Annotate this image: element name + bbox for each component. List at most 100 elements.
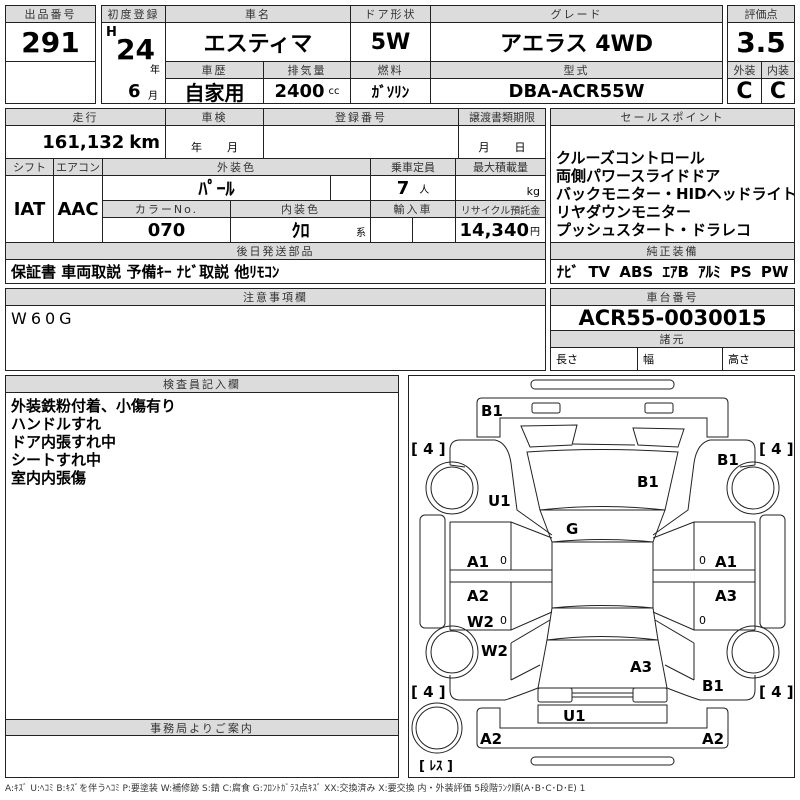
tire-tread-rl: [ 4 ] bbox=[411, 683, 446, 701]
recycle-unit: 円 bbox=[530, 226, 540, 238]
spec-length: 長さ bbox=[550, 347, 638, 371]
chassis-number: ACR55-0030015 bbox=[550, 305, 795, 331]
spec-width: 幅 bbox=[637, 347, 723, 371]
year-unit: 年 bbox=[150, 65, 160, 76]
car-name: エスティマ bbox=[165, 22, 351, 62]
fuel-label: 燃料 bbox=[350, 61, 431, 79]
sales-points-label: セールスポイント bbox=[550, 108, 795, 126]
chassis-label: 車台番号 bbox=[550, 288, 795, 306]
mileage-value: 161,132 bbox=[42, 131, 125, 153]
mark-zero: 0 bbox=[699, 614, 706, 627]
equipment: ﾅﾋﾞ TV ABS ｴｱB ｱﾙﾐ PS PW bbox=[550, 259, 795, 284]
tire-fr-inner bbox=[731, 466, 775, 510]
damage-diagram-box bbox=[408, 375, 795, 778]
mark-zero: 0 bbox=[500, 614, 507, 627]
headlight-right bbox=[644, 402, 674, 414]
ac-label: エアコン bbox=[53, 158, 103, 176]
capacity-value: 7 bbox=[396, 177, 410, 199]
model-label: 型式 bbox=[430, 61, 723, 79]
front-bar bbox=[530, 379, 675, 390]
mark-trunk: U1 bbox=[563, 707, 586, 725]
later-parts: 保証書 車両取説 予備ｷｰ ﾅﾋﾞ取説 他ﾘﾓｺﾝ bbox=[5, 259, 546, 284]
ext-color: ﾊﾟｰﾙ bbox=[102, 175, 331, 201]
taillight-left bbox=[537, 687, 573, 703]
interior-label: 内装 bbox=[761, 61, 795, 79]
rear-bumper bbox=[476, 707, 729, 749]
score-label: 評価点 bbox=[727, 5, 795, 23]
reg-no-label: 登録番号 bbox=[263, 108, 459, 126]
exterior-grade: C bbox=[727, 78, 762, 104]
capacity-unit: 人 bbox=[419, 184, 430, 196]
sales-point: バックモニター・HIDヘッドライト bbox=[556, 185, 795, 203]
inspector-notes: 外装鉄粉付着、小傷有り ハンドルすれ ドア内張すれ中 シートすれ中 室内内張傷 bbox=[5, 392, 399, 720]
tire-fr bbox=[726, 461, 780, 515]
specs-label: 諸元 bbox=[550, 330, 795, 348]
displacement-unit: cc bbox=[328, 85, 340, 97]
trunk bbox=[537, 704, 668, 724]
inspector-note: ハンドルすれ bbox=[11, 415, 102, 433]
door-type: 5W bbox=[350, 22, 431, 62]
ext-color-blank bbox=[330, 175, 371, 201]
capacity-label: 乗車定員 bbox=[370, 158, 456, 176]
hood bbox=[526, 449, 679, 511]
rear-bar bbox=[530, 756, 675, 766]
reg-month: 6 bbox=[128, 81, 141, 102]
recycle-value: 14,340 bbox=[459, 219, 529, 241]
sales-point: プッシュスタート・ドラレコ bbox=[556, 221, 752, 239]
inspector-note: ドア内張すれ中 bbox=[11, 433, 117, 451]
door-label: ドア形状 bbox=[350, 5, 431, 23]
tire-rl bbox=[425, 625, 479, 679]
left-front-fender bbox=[449, 439, 553, 536]
interior-grade: C bbox=[761, 78, 795, 104]
inspection-date: 年月 bbox=[165, 125, 264, 159]
first-reg-cell: H 24 年 6 月 bbox=[101, 22, 166, 104]
mileage-unit: km bbox=[129, 131, 160, 153]
spec-height: 高さ bbox=[722, 347, 795, 371]
legend: A:ｷｽﾞ U:ﾍｺﾐ B:ｷｽﾞを伴うﾍｺﾐ P:要塗装 W:補修跡 S:錆 … bbox=[5, 784, 586, 794]
inspection-label: 車検 bbox=[165, 108, 264, 126]
tire-tread-fr: [ 4 ] bbox=[759, 440, 794, 458]
model-code: DBA-ACR55W bbox=[430, 78, 723, 104]
sales-point: リヤダウンモニター bbox=[556, 203, 692, 221]
front-bumper bbox=[476, 397, 729, 438]
tire-rr-inner bbox=[731, 630, 775, 674]
mark-zero: 0 bbox=[500, 554, 507, 567]
sales-point: クルーズコントロール bbox=[556, 149, 705, 167]
office-notes bbox=[5, 735, 399, 778]
shift: IAT bbox=[5, 175, 54, 243]
score: 3.5 bbox=[727, 22, 795, 62]
car-damage-diagram: B1 B1 B1 U1 G A1 A1 A2 A3 W2 W2 A3 B1 U1… bbox=[411, 379, 794, 774]
right-side-skirt bbox=[759, 514, 786, 629]
lot-label: 出品番号 bbox=[5, 5, 96, 23]
import-cell-2 bbox=[412, 217, 456, 243]
transfer-date: 月日 bbox=[458, 125, 546, 159]
int-color-unit: 系 bbox=[356, 228, 366, 239]
shift-label: シフト bbox=[5, 158, 54, 176]
inspector-note: 室内内張傷 bbox=[11, 469, 87, 487]
tire-tread-rr: [ 4 ] bbox=[759, 683, 794, 701]
color-no: 070 bbox=[102, 217, 231, 243]
tire-tread-fl: [ 4 ] bbox=[411, 440, 446, 458]
mileage-label: 走行 bbox=[5, 108, 166, 126]
history-label: 車歴 bbox=[165, 61, 264, 79]
lot-number: 291 bbox=[5, 22, 96, 62]
taillight-right bbox=[632, 687, 668, 703]
tire-rr bbox=[726, 625, 780, 679]
int-color-label: 内装色 bbox=[230, 200, 371, 218]
tire-fl bbox=[425, 461, 479, 515]
office-label: 事務局よりご案内 bbox=[5, 719, 399, 736]
car-name-label: 車名 bbox=[165, 5, 351, 23]
tire-fl-inner bbox=[430, 466, 474, 510]
reg-no bbox=[263, 125, 459, 159]
rear-window bbox=[546, 605, 659, 641]
spare-tire-status: [ ﾚｽ ] bbox=[419, 759, 453, 774]
sales-point: 両側パワースライドドア bbox=[556, 167, 721, 185]
mark-right-rear-fender: B1 bbox=[702, 677, 724, 695]
ac: AAC bbox=[53, 175, 103, 243]
mark-right-front-fender: B1 bbox=[717, 451, 739, 469]
mark-rear-bumper-left: A2 bbox=[480, 730, 502, 748]
